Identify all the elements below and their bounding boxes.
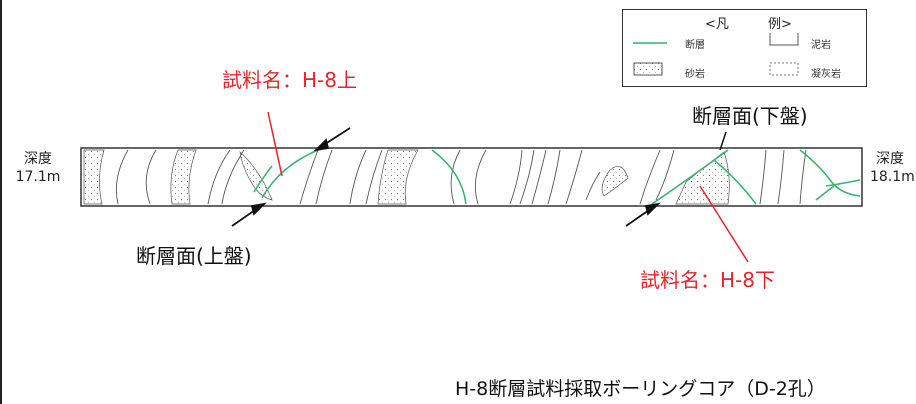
frame-left-border [0, 0, 2, 404]
lithology-boundaries [115, 149, 807, 205]
depth-end-label: 深度 18.1m [866, 150, 916, 186]
sandstone-patch [377, 149, 419, 205]
core-box [80, 147, 863, 207]
sandstone-patch [239, 151, 273, 201]
diagram-title: H-8断層試料採取ボーリングコア（D-2孔） [455, 378, 826, 400]
legend-tuff-label: 凝灰岩 [811, 69, 841, 80]
legend-sandstone-swatch [633, 62, 663, 76]
legend-fault-label: 断層 [685, 40, 705, 51]
fault-lower-wall-label: 断層面(下盤) [692, 104, 808, 128]
sample-label-upper: 試料名：H-8上 [222, 68, 357, 92]
sandstone-patch [601, 166, 629, 197]
leader-lines [267, 111, 749, 263]
legend-fault-swatch [633, 42, 667, 44]
depth-start-label: 深度 17.1m [8, 150, 68, 186]
fault-pointer-line [719, 131, 727, 151]
depth-start-value: 17.1m [15, 169, 61, 185]
arrows [231, 127, 661, 227]
legend-sandstone-label: 砂岩 [685, 69, 705, 80]
fault-lines [253, 149, 861, 205]
sandstone-patch [170, 149, 197, 205]
fault-upper-wall-label: 断層面(上盤) [136, 244, 252, 268]
legend-title-right: 例> [768, 17, 792, 32]
depth-word: 深度 [24, 151, 52, 167]
legend: <凡 例> 断層 泥岩 砂岩 凝灰岩 [622, 9, 867, 87]
legend-mudstone-swatch [769, 33, 799, 46]
legend-title-left: <凡 [705, 17, 729, 32]
sandstone-patch [83, 149, 105, 205]
depth-end-value: 18.1m [870, 169, 915, 185]
sample-label-lower: 試料名：H-8下 [640, 268, 775, 292]
legend-mudstone-label: 泥岩 [811, 40, 831, 51]
legend-tuff-swatch [769, 62, 799, 76]
depth-word: 深度 [876, 151, 904, 167]
